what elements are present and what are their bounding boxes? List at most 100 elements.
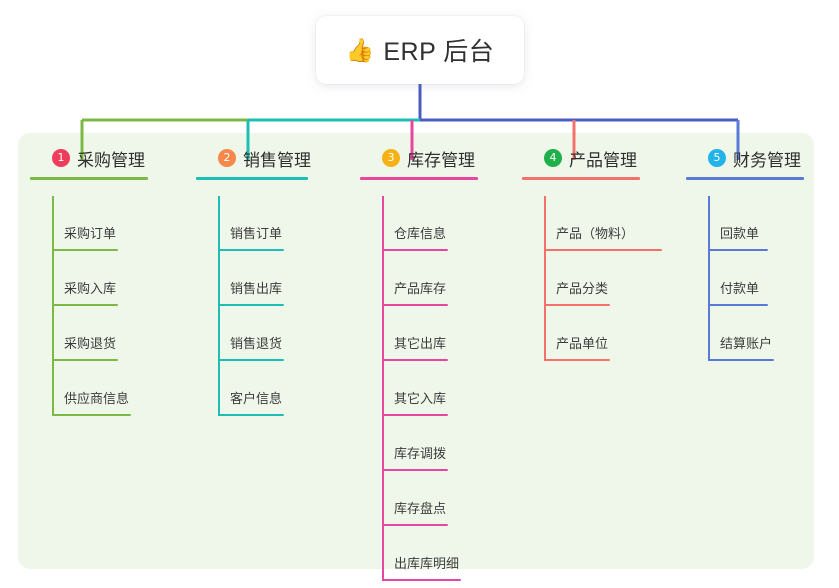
branch-item-spine <box>544 306 546 361</box>
branch-item[interactable]: 其它出库 <box>360 306 510 361</box>
branch-item-spine <box>382 471 384 526</box>
branch-item[interactable]: 销售出库 <box>196 251 346 306</box>
thumbs-up-icon: 👍 <box>345 36 375 63</box>
branch-item-underline <box>52 359 118 361</box>
branch-item[interactable]: 产品分类 <box>522 251 672 306</box>
branch-item-underline <box>382 304 448 306</box>
branch-item-list: 采购订单采购入库采购退货供应商信息 <box>30 196 180 416</box>
branch-title: 财务管理 <box>733 150 801 170</box>
branch-title: 产品管理 <box>569 150 637 170</box>
branch-item-underline <box>382 524 448 526</box>
branch-item-label: 采购入库 <box>64 281 117 296</box>
branch-item-underline <box>382 249 448 251</box>
branch-item-spine <box>382 416 384 471</box>
branch-item-spine <box>382 251 384 306</box>
branch-title: 采购管理 <box>77 150 145 170</box>
branch-item-underline <box>544 359 610 361</box>
branch-item-label: 库存盘点 <box>394 501 447 516</box>
branch-item-underline <box>382 579 461 581</box>
branch-item-underline <box>52 249 118 251</box>
branch-number-badge: 1 <box>52 149 70 167</box>
branch-item[interactable]: 库存盘点 <box>360 471 510 526</box>
branch-item-underline <box>544 304 610 306</box>
branch-item[interactable]: 产品单位 <box>522 306 672 361</box>
branch-item[interactable]: 产品（物料） <box>522 196 672 251</box>
branch-item-underline <box>218 249 284 251</box>
branch-item-underline <box>382 414 448 416</box>
diagram-background-panel <box>18 133 814 569</box>
branch-item-label: 采购退货 <box>64 336 117 351</box>
branch-item[interactable]: 出库库明细 <box>360 526 510 581</box>
branch-item-spine <box>52 361 54 416</box>
branch-header-4[interactable]: 4 产品管理 <box>522 146 672 170</box>
branch-item-underline <box>708 304 768 306</box>
branch-column-4: 4 产品管理产品（物料） 产品分类产品单位 <box>522 146 672 361</box>
branch-number-badge: 4 <box>544 149 562 167</box>
branch-item-label: 销售退货 <box>230 336 283 351</box>
branch-item-label: 其它入库 <box>394 391 447 406</box>
branch-item-underline <box>382 359 448 361</box>
branch-item[interactable]: 库存调拨 <box>360 416 510 471</box>
branch-item-spine <box>52 306 54 361</box>
branch-item-spine <box>52 196 54 251</box>
branch-item-underline <box>708 359 774 361</box>
branch-item[interactable]: 供应商信息 <box>30 361 180 416</box>
branch-item-spine <box>382 526 384 581</box>
branch-header-underline <box>30 177 148 180</box>
branch-item-label: 客户信息 <box>230 391 283 406</box>
branch-item-underline <box>382 469 448 471</box>
branch-item-label: 仓库信息 <box>394 226 447 241</box>
root-node-title: ERP 后台 <box>383 38 495 66</box>
branch-item-spine <box>708 196 710 251</box>
branch-title: 库存管理 <box>407 150 475 170</box>
branch-item[interactable]: 销售退货 <box>196 306 346 361</box>
branch-item-underline <box>218 359 284 361</box>
branch-item-label: 库存调拨 <box>394 446 447 461</box>
branch-item-spine <box>218 196 220 251</box>
branch-column-1: 1 采购管理采购订单采购入库采购退货供应商信息 <box>30 146 180 416</box>
branch-item[interactable]: 回款单 <box>686 196 826 251</box>
branch-item-label: 销售出库 <box>230 281 283 296</box>
branch-item[interactable]: 产品库存 <box>360 251 510 306</box>
branch-item-label: 产品（物料） <box>556 226 635 241</box>
branch-item-underline <box>218 304 284 306</box>
root-node-card[interactable]: 👍 ERP 后台 <box>316 16 524 84</box>
branch-item-spine <box>382 361 384 416</box>
branch-item-spine <box>544 196 546 251</box>
branch-item-label: 产品单位 <box>556 336 609 351</box>
branch-item[interactable]: 采购入库 <box>30 251 180 306</box>
branch-item-list: 仓库信息产品库存其它出库其它入库库存调拨库存盘点出库库明细 <box>360 196 510 581</box>
branch-item-spine <box>218 251 220 306</box>
branch-header-1[interactable]: 1 采购管理 <box>30 146 180 170</box>
branch-item[interactable]: 付款单 <box>686 251 826 306</box>
branch-item[interactable]: 其它入库 <box>360 361 510 416</box>
branch-number-badge: 5 <box>708 149 726 167</box>
branch-item[interactable]: 客户信息 <box>196 361 346 416</box>
branch-header-underline <box>360 177 478 180</box>
branch-item-underline <box>218 414 284 416</box>
branch-item-label: 产品库存 <box>394 281 447 296</box>
root-node-content: 👍 ERP 后台 <box>346 32 495 68</box>
branch-item-label: 采购订单 <box>64 226 117 241</box>
branch-header-underline <box>522 177 640 180</box>
branch-item-label: 回款单 <box>720 226 760 241</box>
branch-item-list: 销售订单销售出库销售退货客户信息 <box>196 196 346 416</box>
branch-item-label: 出库库明细 <box>394 556 460 571</box>
branch-item[interactable]: 销售订单 <box>196 196 346 251</box>
branch-item-spine <box>708 306 710 361</box>
branch-item[interactable]: 仓库信息 <box>360 196 510 251</box>
branch-item[interactable]: 结算账户 <box>686 306 826 361</box>
branch-item-list: 回款单付款单结算账户 <box>686 196 826 361</box>
branch-item[interactable]: 采购订单 <box>30 196 180 251</box>
branch-item-label: 销售订单 <box>230 226 283 241</box>
branch-item-underline <box>708 249 768 251</box>
branch-item-label: 结算账户 <box>720 336 773 351</box>
branch-item[interactable]: 采购退货 <box>30 306 180 361</box>
branch-header-5[interactable]: 5 财务管理 <box>686 146 826 170</box>
branch-item-spine <box>52 251 54 306</box>
